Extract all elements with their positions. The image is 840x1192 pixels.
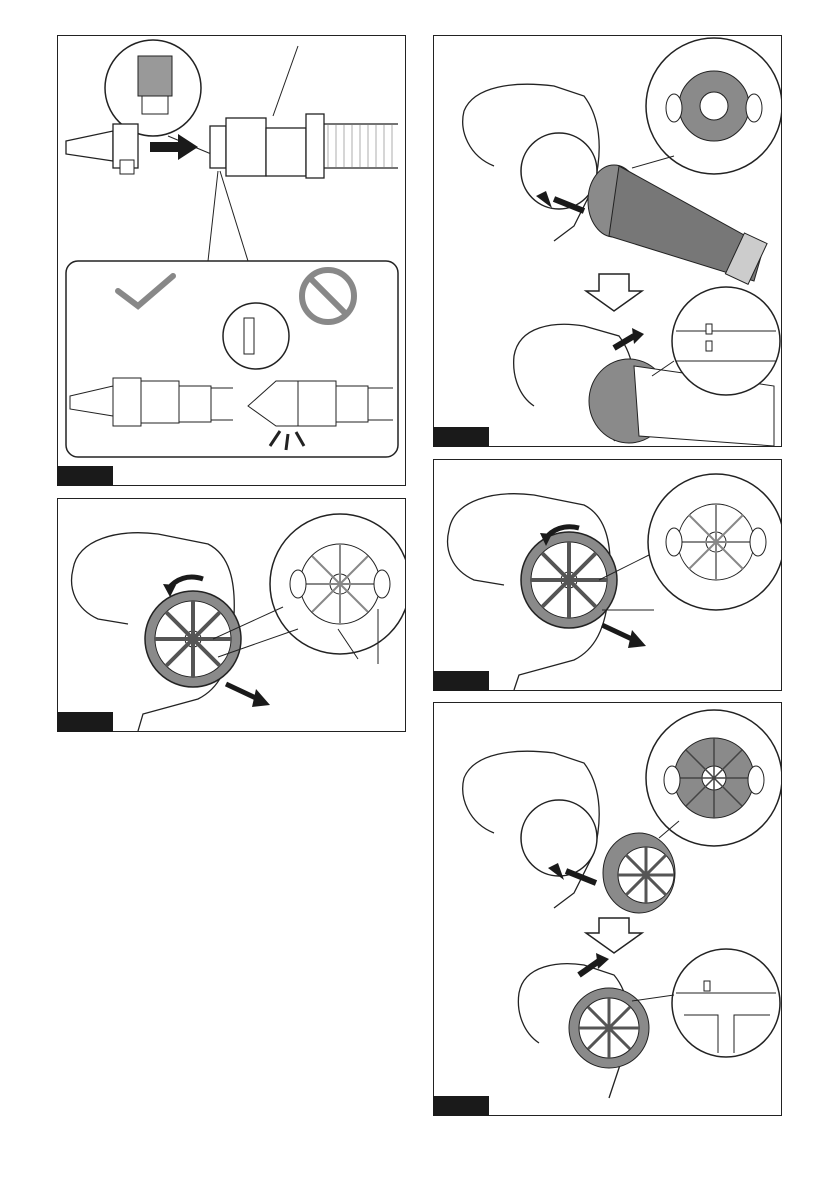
down-arrow-icon: [586, 274, 642, 311]
down-arrow-icon: [586, 918, 642, 953]
figure-2-panel: [57, 498, 406, 732]
figure-2-illustration: [58, 499, 405, 731]
filter-cartridge: [603, 833, 675, 913]
figure-1-panel: [57, 35, 406, 486]
alignment-detail-circle: [672, 287, 780, 395]
pull-arrow-icon: [602, 625, 646, 648]
grille-detail-circle: [648, 474, 781, 610]
figure-3-label: [433, 427, 489, 447]
arrow-right-icon: [150, 134, 198, 160]
hose-adaptor: [210, 114, 398, 178]
figure-1-illustration: [58, 36, 405, 485]
figure-2-label: [57, 712, 113, 732]
incorrect-assembly: [248, 381, 393, 450]
figure-5-panel: [433, 702, 782, 1116]
figure-5-illustration: [434, 703, 781, 1115]
filter-grille: [521, 532, 617, 628]
alignment-detail-circle: [672, 949, 780, 1057]
figure-3-illustration: [434, 36, 781, 446]
adaptor-detail-circle: [646, 38, 781, 174]
incorrect-detail-circle: [223, 303, 289, 369]
nozzle-attachment: [66, 124, 138, 174]
hose-adaptor: [588, 165, 767, 284]
correct-assembly: [70, 378, 233, 426]
pull-arrow-icon: [226, 684, 270, 707]
figure-4-panel: [433, 459, 782, 691]
figure-5-label: [433, 1096, 489, 1116]
figure-3-panel: [433, 35, 782, 447]
filter-detail-circle: [646, 710, 781, 846]
check-icon: [118, 276, 173, 306]
grille-detail-circle: [270, 514, 405, 654]
figure-4-illustration: [434, 460, 781, 690]
figure-1-label: [57, 466, 113, 486]
figure-4-label: [433, 671, 489, 691]
prohibited-icon: [302, 270, 354, 322]
filter-grille: [145, 591, 241, 687]
